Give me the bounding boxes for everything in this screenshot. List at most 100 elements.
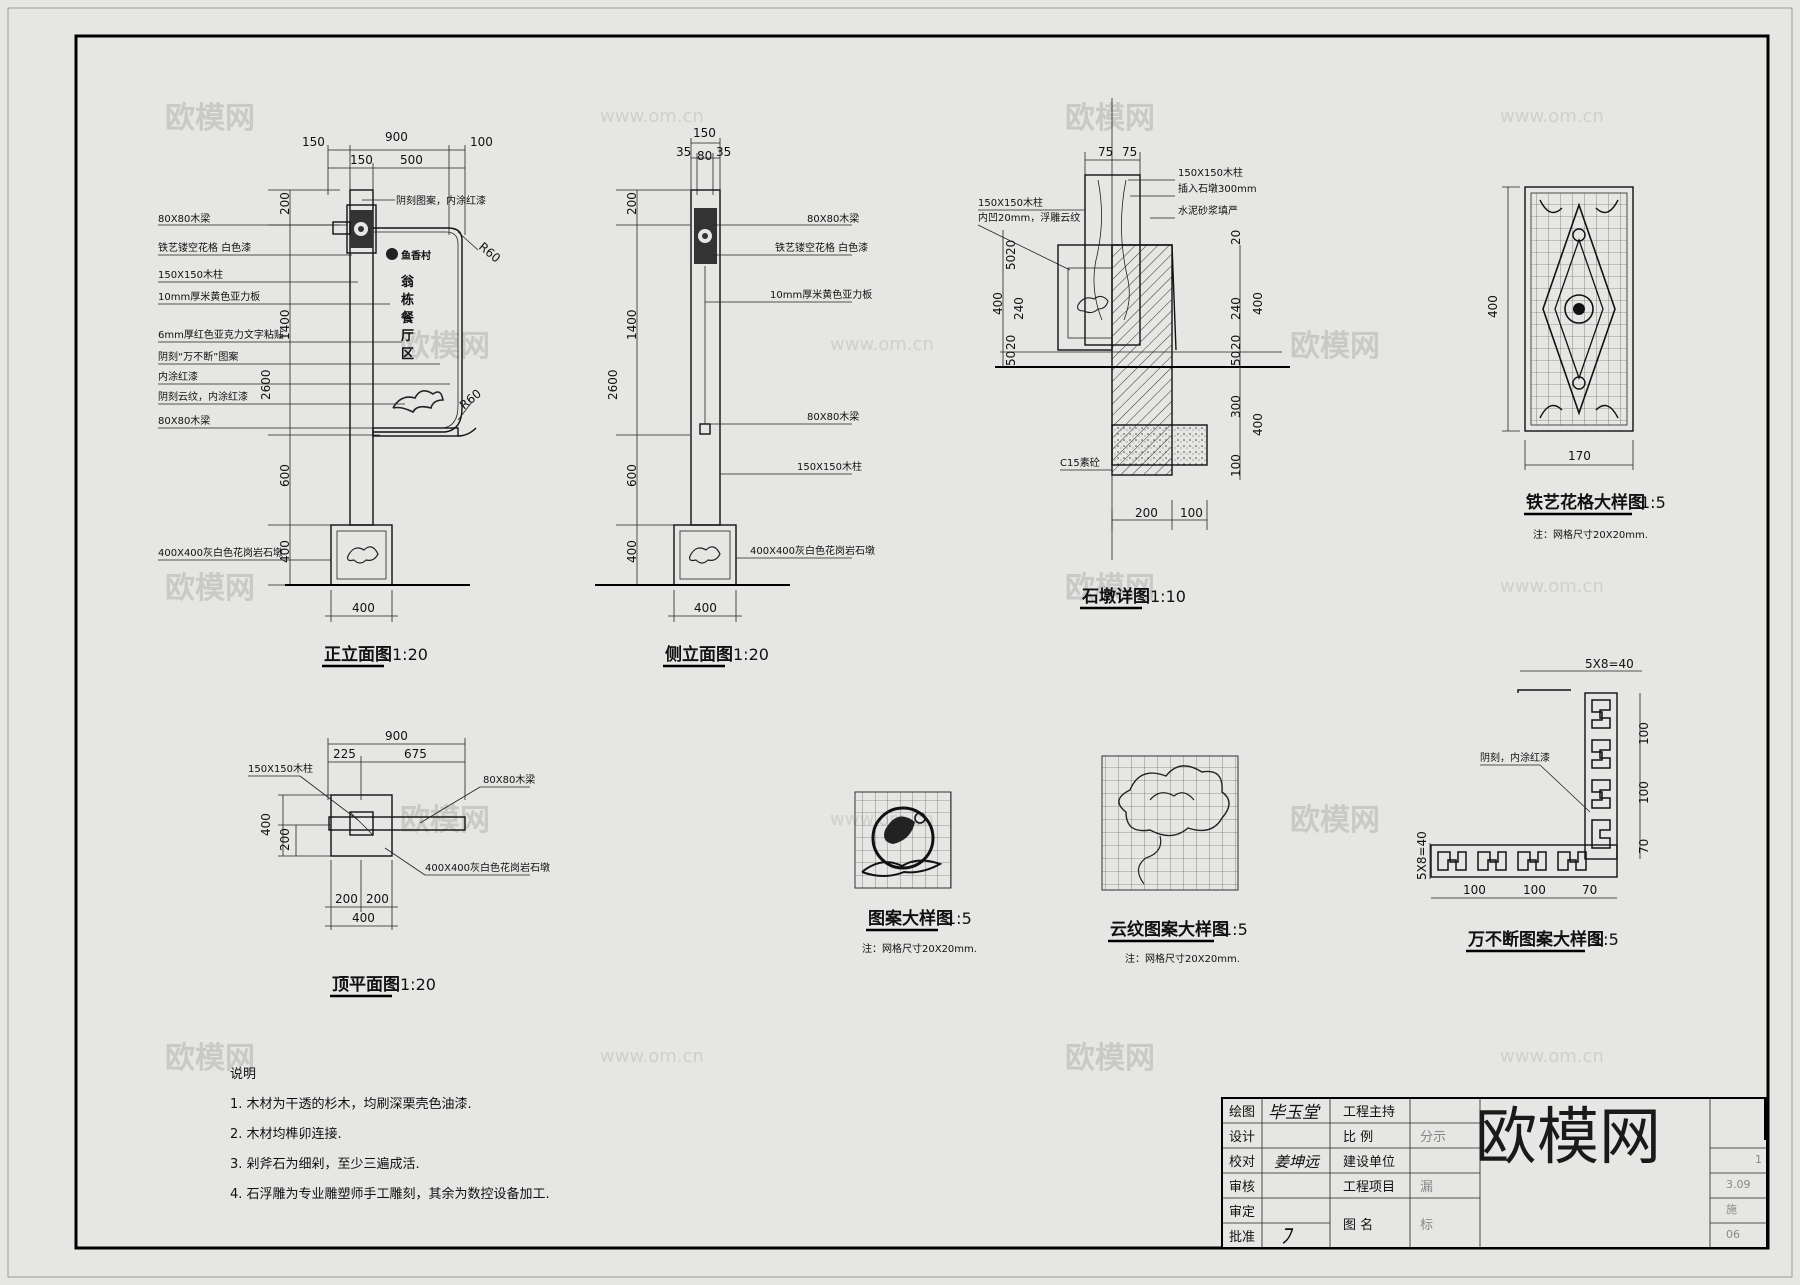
side-dim-1400: 1400 [625,309,639,340]
tb-field-label-5: 图 名 [1343,1217,1373,1233]
top-plan: 900 225 675 400 200 200 200 400 150X150木… [248,729,550,998]
watermark-logo: 欧模网 [1290,329,1380,364]
side-elevation: 150 35 80 35 200 1400 2600 600 400 400 8… [595,126,875,668]
sign-village-name: 鱼香村 [401,249,431,262]
side-elevation-scale: 1:20 [733,645,769,664]
outer-border [7,7,1793,1278]
plan-label-3: 400X400灰白色花岗岩石墩 [425,861,550,874]
plan-dim-left-400: 400 [259,813,273,836]
stone-dim-75-a: 75 [1098,145,1113,159]
front-label-4: 10mm厚米黄色亚力板 [158,290,260,303]
stone-detail-title: 石墩详图 [1081,586,1150,607]
front-label-8: 阴刻云纹，内涂红漆 [158,390,248,403]
cloud-scale: 1:5 [1222,920,1248,939]
wan-dim-bottom-70: 70 [1582,883,1597,897]
front-dim-bottom-400: 400 [352,601,375,615]
wan-dim-bottom-100a: 100 [1463,883,1486,897]
stone-pier-detail: 75 75 20 50 400 240 20 50 20 240 400 20 … [977,98,1290,610]
title-block: 绘图 设计 校对 审核 审定 批准 毕玉堂 姜坤远 ﾌ 工程主持 比 例 建设单… [1221,1097,1768,1249]
side-leader-labels: 80X80木梁 铁艺镂空花格 白色漆 10mm厚米黄色亚力板 80X80木梁 1… [705,212,875,559]
side-dim-600: 600 [625,464,639,487]
front-elevation-title: 正立面图 [324,644,392,665]
side-label-1: 80X80木梁 [807,212,859,225]
side-label-4: 80X80木梁 [807,410,859,423]
stone-label-5: 内凹20mm，浮雕云纹 [978,211,1080,224]
plan-leader-labels: 150X150木柱 80X80木梁 400X400灰白色花岗岩石墩 [248,762,550,876]
watermarks: 欧模网 www.om.cn 欧模网 www.om.cn 欧模网 欧模网 www.… [165,101,1604,1076]
watermark-url: www.om.cn [600,1046,704,1067]
stone-label-6: C15素砼 [1060,456,1100,469]
watermark-url: www.om.cn [1500,1046,1604,1067]
front-elevation-scale: 1:20 [392,645,428,664]
tb-label-verify: 审定 [1229,1205,1255,1220]
tb-right-fragment-1: 1 [1755,1153,1762,1166]
side-label-6: 400X400灰白色花岗岩石墩 [750,544,875,557]
side-dim-35-b: 35 [716,145,731,159]
stone-dim-right-50: 50 [1229,351,1243,366]
side-dim-80: 80 [697,149,712,163]
watermark-logo: 欧模网 [1065,571,1155,606]
pattern-detail: 图案大样图 1:5 注：网格尺寸20X20mm. [854,791,977,955]
tb-label-approve: 批准 [1229,1230,1255,1245]
stone-label-2: 插入石墩300mm [1178,182,1257,195]
watermark-logo: 欧模网 [165,101,255,136]
tb-label-draw: 绘图 [1229,1105,1255,1120]
tb-label-review: 审核 [1229,1180,1255,1195]
lattice-dim-height: 400 [1486,295,1500,318]
side-dim-150: 150 [693,126,716,140]
front-dim-200: 200 [278,192,292,215]
note-item-1: 1. 木材为干透的杉木，均刷深栗壳色油漆. [230,1096,472,1112]
watermark-logo: 欧模网 [165,1041,255,1076]
front-dim-900: 900 [385,130,408,144]
front-dim-150-a: 150 [302,135,325,149]
watermark-url: www.om.cn [1500,106,1604,127]
wan-dim-top: 5X8=40 [1585,657,1634,671]
note-item-4: 4. 石浮雕为专业雕塑师手工雕刻，其余为数控设备加工. [230,1186,550,1202]
pattern-note: 注：网格尺寸20X20mm. [862,942,977,955]
wan-dim-bottom-100b: 100 [1523,883,1546,897]
stone-dim-right-100: 100 [1229,454,1243,477]
top-plan-scale: 1:20 [400,975,436,994]
watermark-url: www.om.cn [1500,576,1604,597]
side-elevation-title: 侧立面图 [665,644,733,665]
sign-char-4: 厅 [401,329,414,344]
watermark-logo: 欧模网 [400,329,490,364]
pattern-scale: 1:5 [946,909,972,928]
plan-dim-900: 900 [385,729,408,743]
stone-dim-right-240: 240 [1229,297,1243,320]
front-elevation: 900 150 150 500 100 200 1400 2600 600 40… [158,130,503,668]
sign-char-5: 区 [401,347,414,362]
front-dim-2600: 2600 [259,369,273,400]
stone-label-3: 水泥砂浆填严 [1178,204,1238,217]
iron-lattice-detail: 400 170 铁艺花格大样图 1:5 注：网格尺寸20X20mm. [1486,186,1666,541]
tb-right-fragment-3: 施 [1726,1203,1737,1216]
front-label-3: 150X150木柱 [158,268,223,281]
tb-field-value-2: 分示 [1420,1130,1446,1145]
stone-dim-right-20a: 20 [1229,230,1243,245]
notes-heading: 说明 [230,1067,256,1082]
sign-char-2: 栋 [401,292,414,308]
plan-label-1: 150X150木柱 [248,762,313,775]
stone-leader-labels: 150X150木柱 插入石墩300mm 水泥砂浆填严 150X150木柱 内凹2… [977,166,1257,471]
stone-dim-left-400: 400 [991,292,1005,315]
watermark-logo: 欧模网 [1290,803,1380,838]
tb-right-fragment-2: 3.09 [1726,1178,1751,1191]
tb-field-label-3: 建设单位 [1343,1155,1395,1170]
plan-dim-left-200: 200 [278,828,292,851]
side-dim-bottom-400: 400 [694,601,717,615]
stone-dim-right-20b: 20 [1229,335,1243,350]
plan-dim-225: 225 [333,747,356,761]
tb-field-label-4: 工程项目 [1343,1180,1395,1195]
tb-field-label-2: 比 例 [1343,1130,1373,1145]
wan-dim-right-100b: 100 [1637,781,1651,804]
lattice-dim-width: 170 [1568,449,1591,463]
stone-dim-bottom-100: 100 [1180,506,1203,520]
front-label-5: 6mm厚红色亚克力文字粘贴 [158,328,284,341]
watermark-logo: 欧模网 [1065,101,1155,136]
wanbuduan-title: 万不断图案大样图 [1467,929,1604,950]
side-label-5: 150X150木柱 [797,460,862,473]
cloud-detail: 云纹图案大样图 1:5 注：网格尺寸20X20mm. [1101,755,1248,965]
cloud-note: 注：网格尺寸20X20mm. [1125,952,1240,965]
side-label-2: 铁艺镂空花格 白色漆 [775,241,868,254]
